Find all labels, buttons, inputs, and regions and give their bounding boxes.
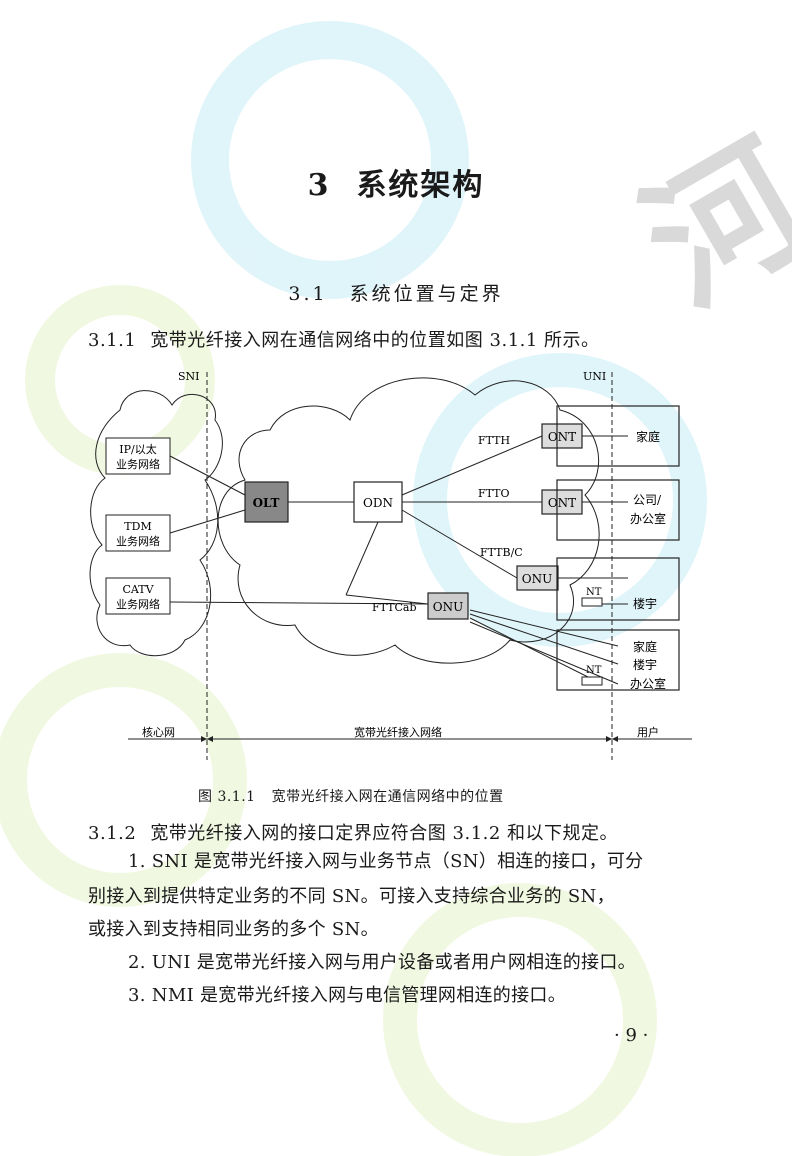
catv-service-label-1: CATV (122, 583, 154, 596)
watermark-ring-3 (0, 653, 247, 907)
link-tdm-olt (169, 509, 246, 534)
ip-service-label-1: IP/以太 (119, 443, 156, 456)
zone-arrow-1 (201, 736, 207, 742)
office-label-1: 公司/ (633, 493, 662, 507)
paragraph-1-line-2: 别接入到提供特定业务的不同 SN。可接入支持综合业务的 SN， (88, 886, 615, 907)
figure-caption-text: 宽带光纤接入网在通信网络中的位置 (271, 789, 504, 805)
clause-3-1-1: 3.1.1 宽带光纤接入网在通信网络中的位置如图 3.1.1 所示。 (88, 326, 600, 352)
clause-number: 3.1.1 (88, 330, 137, 351)
office-label-3: 办公室 (630, 676, 666, 691)
office-premise-box (556, 479, 680, 541)
clause-3-1-2: 3.1.2 宽带光纤接入网的接口定界应符合图 3.1.2 和以下规定。 (88, 819, 618, 845)
uni-label: UNI (583, 370, 606, 383)
section-title: 3.1 系统位置与定界 (0, 279, 792, 306)
link-odn-onu-fttb (401, 509, 518, 579)
clause-number: 3.1.2 (88, 823, 137, 844)
clause-text: 宽带光纤接入网的接口定界应符合图 3.1.2 和以下规定。 (150, 823, 619, 844)
onu-fttcab-box (427, 592, 469, 620)
ip-service-label-2: 业务网络 (116, 457, 160, 471)
core-network-cloud (89, 390, 223, 657)
watermark-ring-4 (383, 883, 657, 1156)
catv-service-label-2: 业务网络 (116, 597, 160, 611)
ip-service-box (105, 437, 171, 475)
nt2-device-icon (581, 676, 603, 686)
nt2-label: NT (586, 665, 602, 676)
sni-label: SNI (178, 370, 200, 383)
link-onu-office2 (469, 621, 619, 685)
office-label-2: 办公室 (630, 511, 666, 526)
home-label-2: 家庭 (633, 639, 657, 654)
access-network-cloud (217, 377, 600, 664)
onu-fttb-box (516, 565, 559, 591)
network-position-diagram: SNI UNI IP/以太 业务网络 TDM 业务网络 CATV 业务网络 (89, 370, 692, 760)
tdm-service-label-2: 业务网络 (116, 534, 160, 548)
ftto-label: FTTO (478, 487, 510, 500)
page-number: · 9 · (614, 1025, 649, 1046)
home-label-1: 家庭 (636, 429, 660, 444)
nt1-label: NT (586, 587, 602, 598)
link-odn-onu-fttcab (345, 521, 379, 596)
zone-arrow-3 (606, 736, 612, 742)
mixed-premise-box (556, 629, 680, 691)
paragraph-2: 2. UNI 是宽带光纤接入网与用户设备或者用户网相连的接口。 (128, 952, 636, 973)
link-odn-ont-ftth (401, 435, 543, 496)
paragraph-3: 3. NMI 是宽带光纤接入网与电信管理网相连的接口。 (128, 985, 567, 1006)
building-label-2: 楼宇 (633, 657, 657, 672)
clause-text: 宽带光纤接入网在通信网络中的位置如图 3.1.1 所示。 (150, 330, 600, 351)
section-number: 3.1 (288, 283, 328, 305)
chapter-number: 3 (307, 168, 331, 203)
link-catv-onu (169, 601, 429, 605)
link-onu-building2 (469, 613, 619, 665)
home-premise-box (556, 405, 680, 467)
figure-caption-number: 图 3.1.1 (198, 789, 256, 805)
odn-label: ODN (363, 496, 393, 510)
watermark-ring-1 (191, 21, 469, 299)
ont-ftth-box (541, 423, 583, 449)
paragraph-1-line-1: 1. SNI 是宽带光纤接入网与业务节点（SN）相连的接口，可分 (128, 851, 644, 872)
ftth-label: FTTH (478, 434, 510, 447)
ont-ftto-label: ONT (548, 496, 576, 510)
olt-box (244, 481, 289, 523)
olt-label: OLT (253, 496, 280, 510)
core-network-label: 核心网 (142, 725, 175, 739)
fttbc-label: FTTB/C (480, 546, 523, 559)
link-fttcab-to-onu (345, 594, 429, 605)
user-label: 用户 (637, 725, 659, 739)
catv-service-box (105, 577, 171, 615)
zone-arrow-2 (207, 736, 213, 742)
onu-fttb-label: ONU (522, 572, 552, 586)
link-onu-home2 (469, 609, 619, 647)
tdm-service-label-1: TDM (124, 520, 151, 533)
building-label-1: 楼宇 (633, 596, 657, 611)
link-ip-olt (169, 455, 246, 496)
chapter-name: 系统架构 (356, 168, 485, 203)
fttcab-label: FTTCab (372, 601, 417, 614)
figure-caption: 图 3.1.1 宽带光纤接入网在通信网络中的位置 (198, 786, 504, 806)
section-name: 系统位置与定界 (349, 283, 504, 305)
chapter-title: 3 系统架构 (0, 160, 792, 204)
ont-ftto-box (541, 489, 583, 515)
ont-ftth-label: ONT (548, 430, 576, 444)
link-onu-nt2 (469, 617, 591, 679)
access-network-label: 宽带光纤接入网络 (354, 725, 442, 739)
zone-arrow-4 (612, 736, 618, 742)
paragraph-1-line-3: 或接入到支持相同业务的多个 SN。 (88, 919, 379, 940)
building-premise-box (556, 557, 680, 621)
onu-fttcab-label: ONU (433, 600, 463, 614)
odn-box (353, 481, 403, 523)
nt1-device-icon (581, 597, 603, 607)
